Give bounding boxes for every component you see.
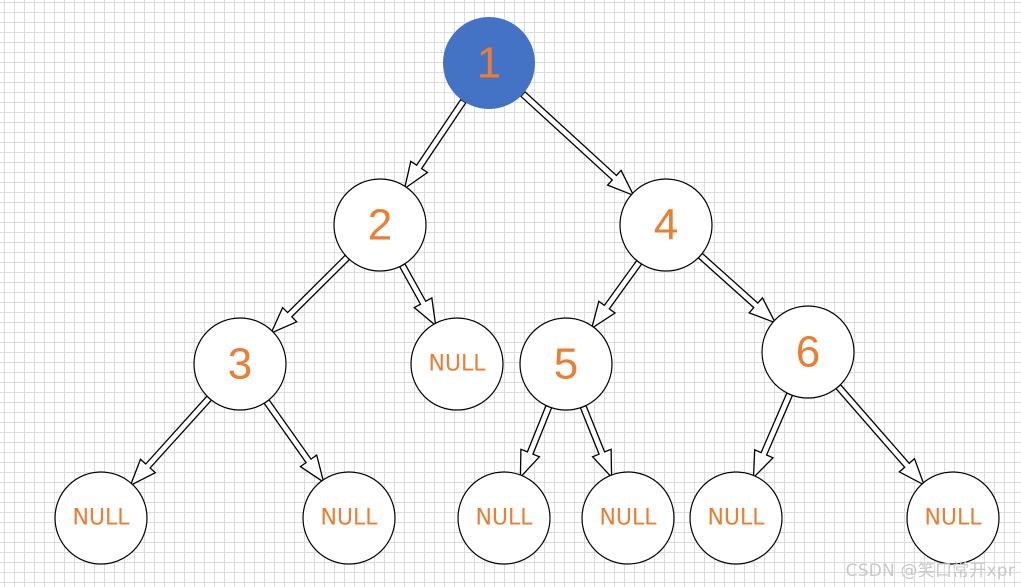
tree-node-n5: 5 xyxy=(519,317,613,411)
edge-arrow-n6-nnull7 xyxy=(835,383,926,487)
tree-node-nnull5: NULL xyxy=(581,471,675,565)
tree-node-n3: 3 xyxy=(193,317,287,411)
tree-node-nnull3: NULL xyxy=(302,471,396,565)
node-label: 4 xyxy=(654,201,678,250)
node-label: NULL xyxy=(428,352,486,377)
node-label: NULL xyxy=(707,506,765,531)
tree-node-nnull7: NULL xyxy=(906,471,1000,565)
node-circle xyxy=(302,471,396,565)
node-label: NULL xyxy=(599,506,657,531)
tree-node-nnull4: NULL xyxy=(457,471,551,565)
node-label: 1 xyxy=(477,39,501,88)
node-circle xyxy=(410,317,504,411)
edge-arrow-n1-n4 xyxy=(519,90,635,197)
node-label: NULL xyxy=(475,506,533,531)
edge-arrow-n6-nnull6 xyxy=(752,392,794,480)
edge-arrow-n4-n6 xyxy=(697,252,777,324)
edge-arrow-n2-n3 xyxy=(269,254,351,335)
tree-node-nnull1: NULL xyxy=(410,317,504,411)
tree-node-n1: 1 xyxy=(443,17,535,109)
edge-arrow-n3-nnull2 xyxy=(129,395,213,487)
node-circle xyxy=(761,305,855,399)
tree-node-nnull2: NULL xyxy=(54,471,148,565)
node-circle xyxy=(333,178,427,272)
node-label: 2 xyxy=(368,201,392,250)
node-label: NULL xyxy=(72,506,130,531)
tree-node-n6: 6 xyxy=(761,305,855,399)
node-circle xyxy=(689,471,783,565)
edge-arrow-n5-nnull4 xyxy=(519,404,553,479)
watermark: CSDN @笑口常开xpr xyxy=(845,561,1015,581)
node-label: 3 xyxy=(228,340,252,389)
node-circle xyxy=(193,317,287,411)
edge-arrow-n2-nnull1 xyxy=(398,262,437,328)
tree-node-nnull6: NULL xyxy=(689,471,783,565)
node-circle xyxy=(519,317,613,411)
node-circle xyxy=(457,471,551,565)
edge-arrow-n1-n2 xyxy=(403,98,467,191)
node-label: NULL xyxy=(320,506,378,531)
tree-node-n4: 4 xyxy=(619,178,713,272)
node-label: NULL xyxy=(924,506,982,531)
node-circle xyxy=(906,471,1000,565)
edges-layer xyxy=(129,90,926,487)
tree-node-n2: 2 xyxy=(333,178,427,272)
node-circle xyxy=(54,471,148,565)
edge-arrow-n5-nnull5 xyxy=(579,404,613,479)
edge-arrow-n3-nnull3 xyxy=(263,398,325,484)
edge-arrow-n4-n5 xyxy=(590,259,643,330)
node-circle xyxy=(581,471,675,565)
node-label: 5 xyxy=(554,340,578,389)
node-circle xyxy=(619,178,713,272)
node-circle xyxy=(443,17,535,109)
node-label: 6 xyxy=(796,328,820,377)
